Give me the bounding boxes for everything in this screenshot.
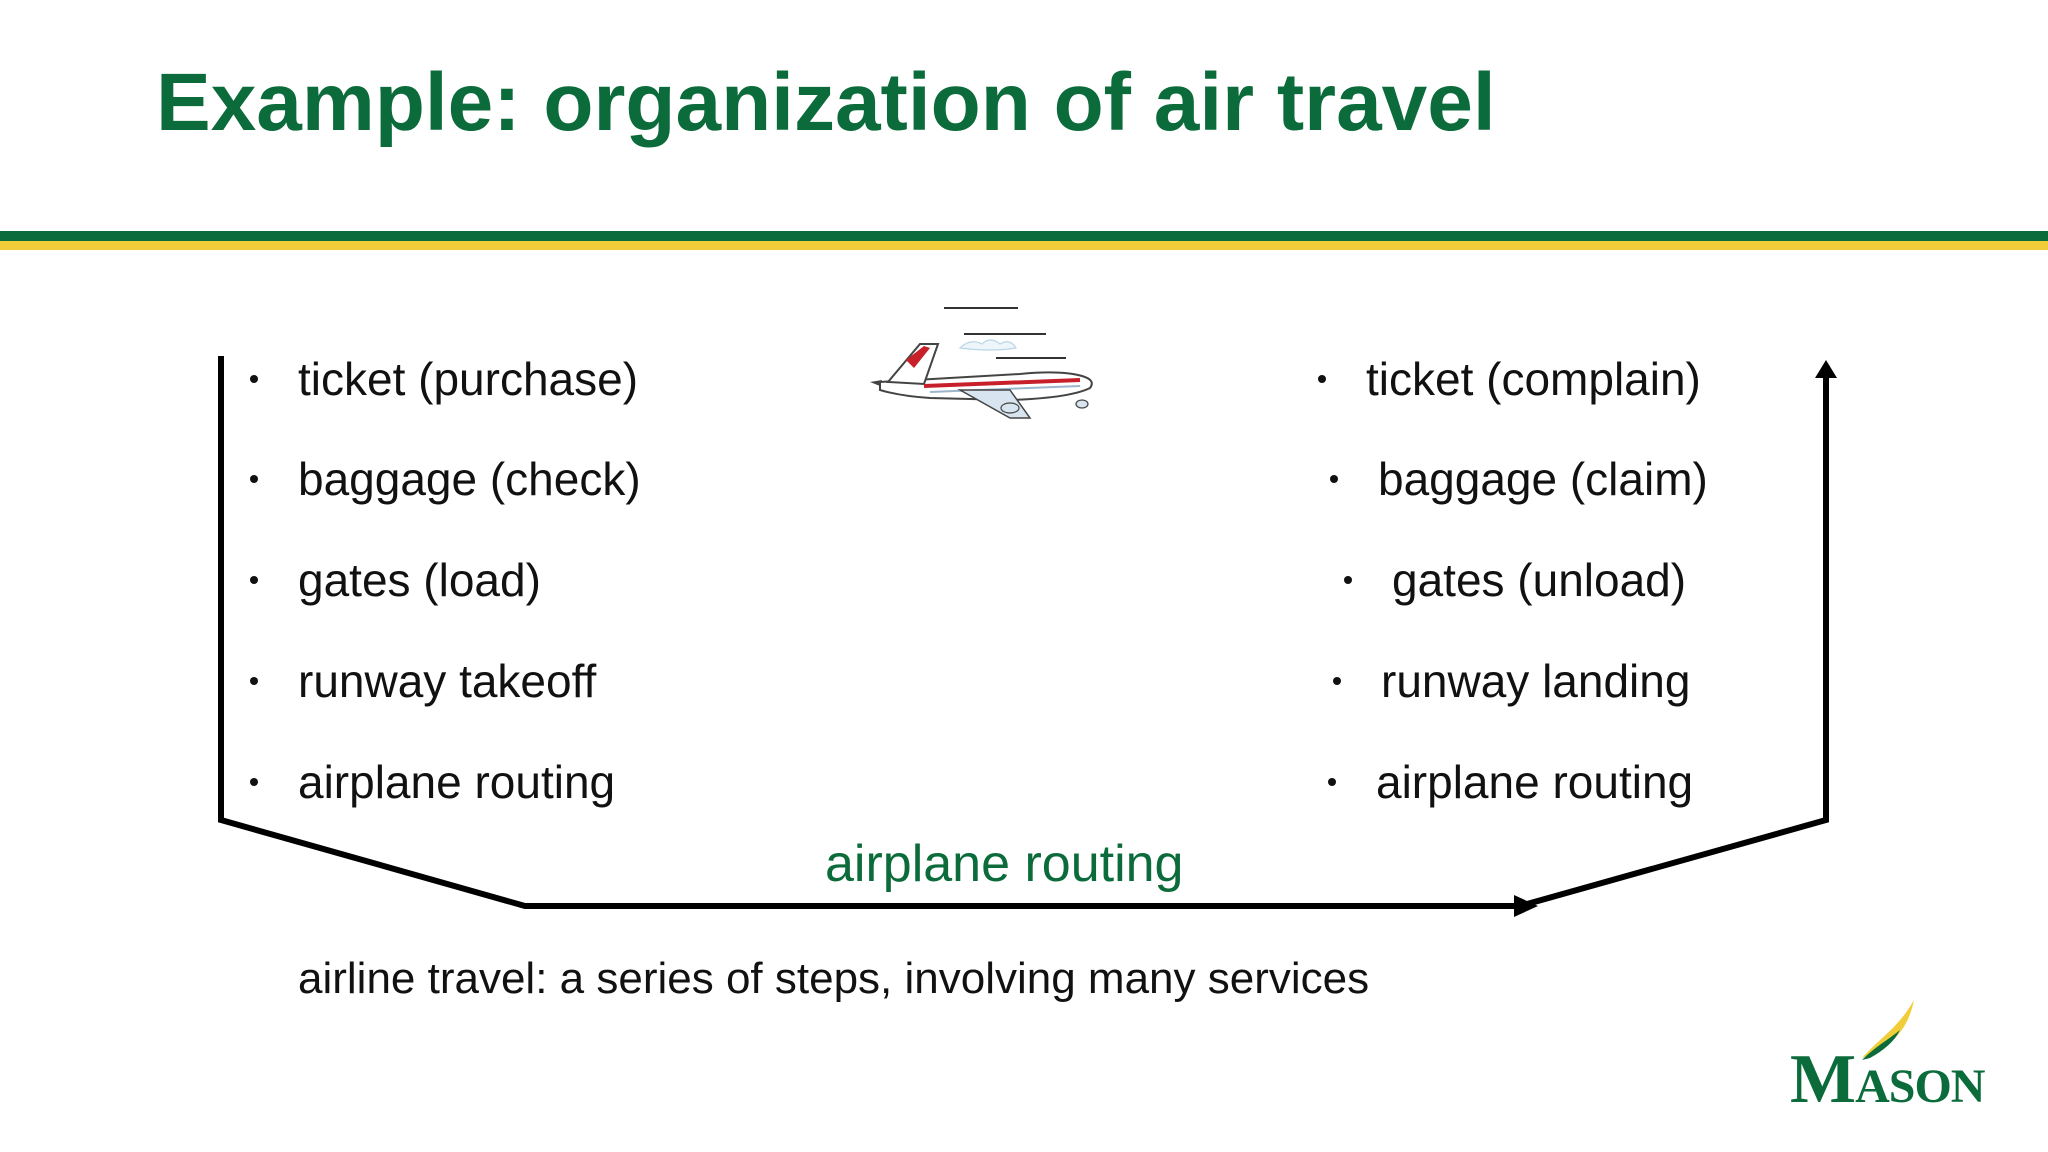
- bullet-icon: [1318, 374, 1326, 383]
- flow-arrow-head-up: [1815, 360, 1837, 378]
- list-item: gates (load): [250, 557, 541, 603]
- bullet-icon: [250, 474, 258, 483]
- flow-path-up: [1519, 372, 1829, 909]
- bullet-icon: [250, 575, 258, 584]
- list-item: airplane routing: [1328, 759, 1693, 805]
- bullet-icon: [250, 676, 258, 685]
- list-item: baggage (check): [250, 456, 641, 502]
- logo-swoosh-icon: [1862, 1000, 1914, 1060]
- list-item: baggage (claim): [1330, 456, 1708, 502]
- list-item: gates (unload): [1344, 557, 1686, 603]
- slide-title: Example: organization of air travel: [156, 57, 1496, 148]
- bullet-icon: [250, 777, 258, 786]
- list-item: runway takeoff: [250, 658, 596, 704]
- list-item: airplane routing: [250, 759, 615, 805]
- airplane-icon: [870, 307, 1093, 419]
- title-rule-green: [0, 231, 2048, 241]
- title-rule-gold: [0, 241, 2048, 250]
- bullet-icon: [1330, 474, 1338, 483]
- bullet-icon: [1328, 777, 1336, 786]
- bullet-icon: [1333, 676, 1341, 685]
- bullet-icon: [250, 374, 258, 383]
- list-item: ticket (purchase): [250, 356, 638, 402]
- mason-logo: MASON: [1790, 1000, 2020, 1120]
- caption: airline travel: a series of steps, invol…: [298, 954, 1370, 1003]
- bullet-icon: [1344, 575, 1352, 584]
- list-item: runway landing: [1333, 658, 1690, 704]
- list-item: ticket (complain): [1318, 356, 1701, 402]
- logo-wordmark: MASON: [1790, 1041, 1985, 1118]
- flow-path: [218, 356, 1520, 909]
- routing-label: airplane routing: [825, 835, 1184, 893]
